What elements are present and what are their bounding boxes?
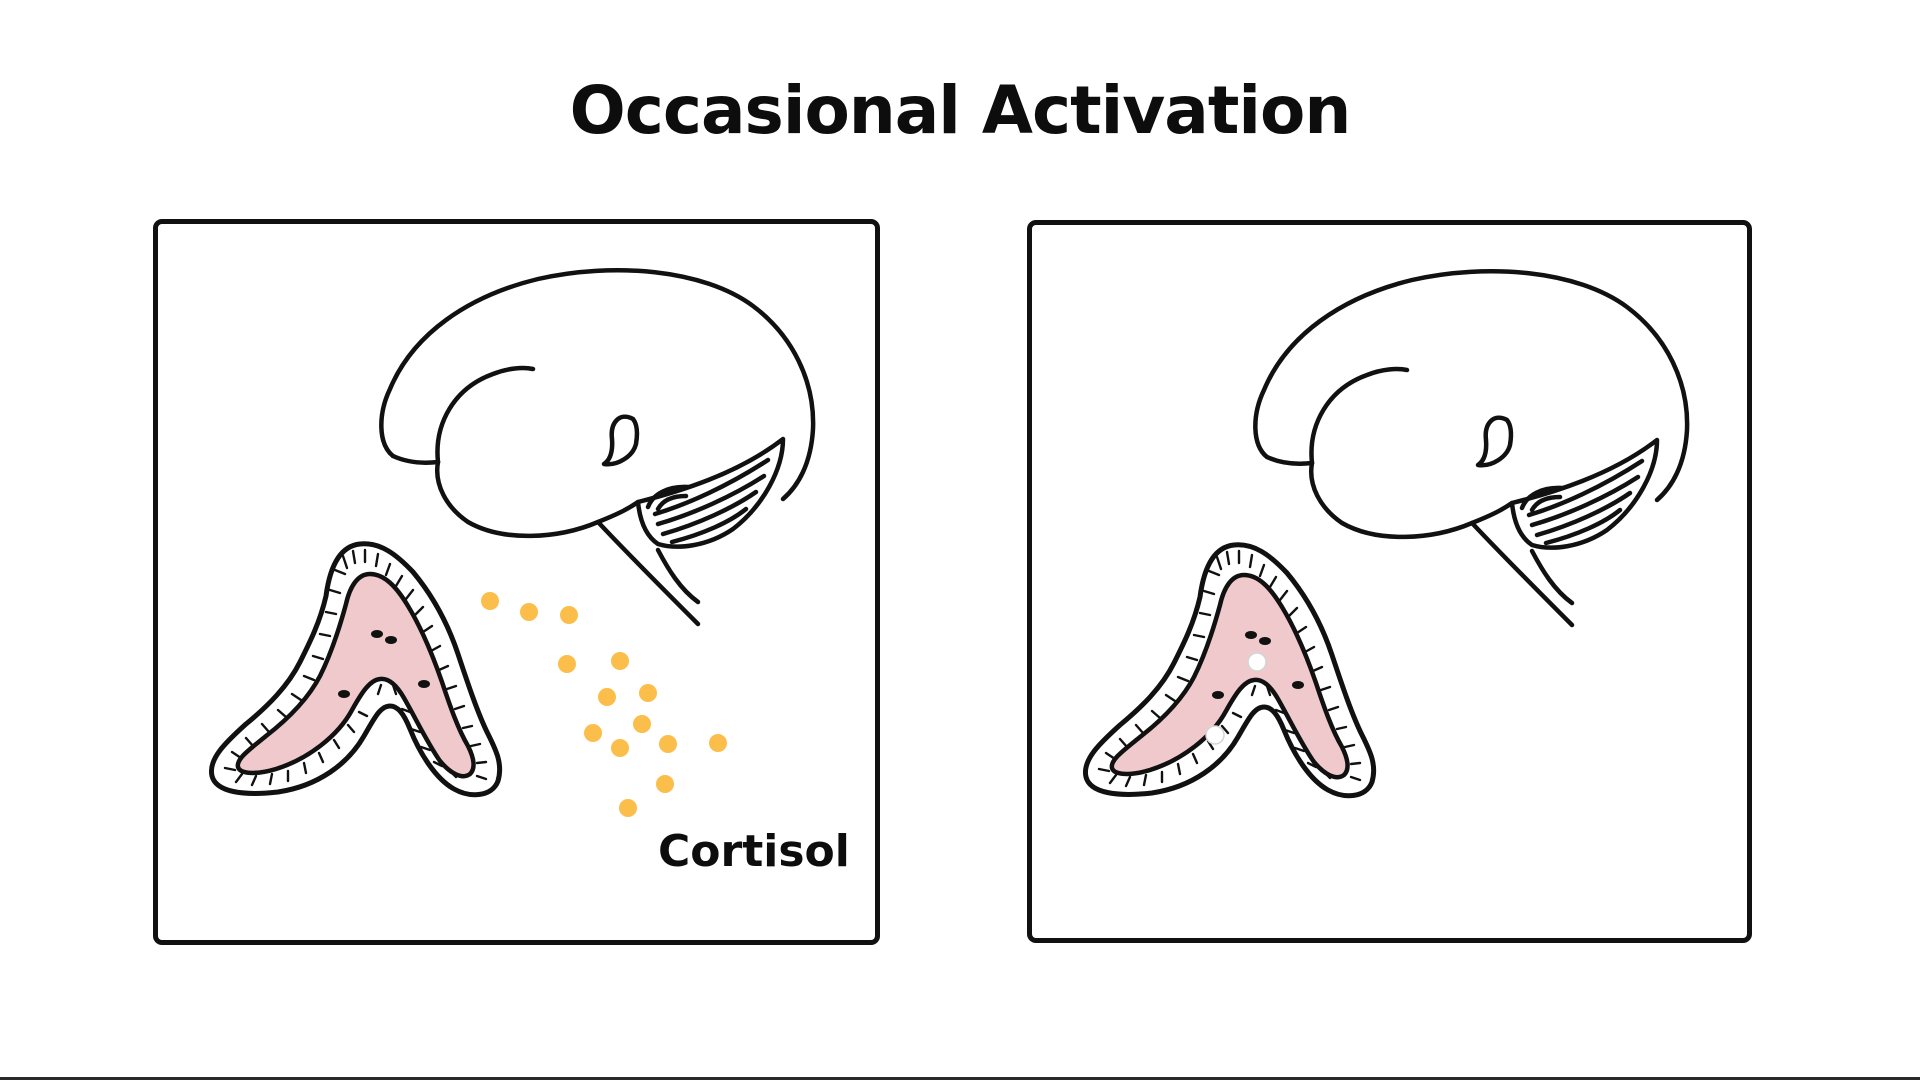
bottom-divider — [0, 1077, 1920, 1080]
cortisol-molecules — [481, 592, 727, 817]
page-title: Occasional Activation — [569, 72, 1352, 149]
adrenal-gland-icon — [208, 541, 503, 798]
cortisol-label: Cortisol — [658, 826, 850, 877]
adrenal-gland-icon — [1082, 542, 1377, 799]
faint-molecules — [1205, 652, 1267, 745]
brain-icon — [379, 268, 816, 627]
right-illustration — [1082, 269, 1690, 799]
left-illustration — [208, 268, 816, 817]
panel-active-release: Cortisol — [153, 219, 880, 945]
panel-minimal-release — [1027, 220, 1752, 943]
brain-icon — [1253, 269, 1690, 628]
